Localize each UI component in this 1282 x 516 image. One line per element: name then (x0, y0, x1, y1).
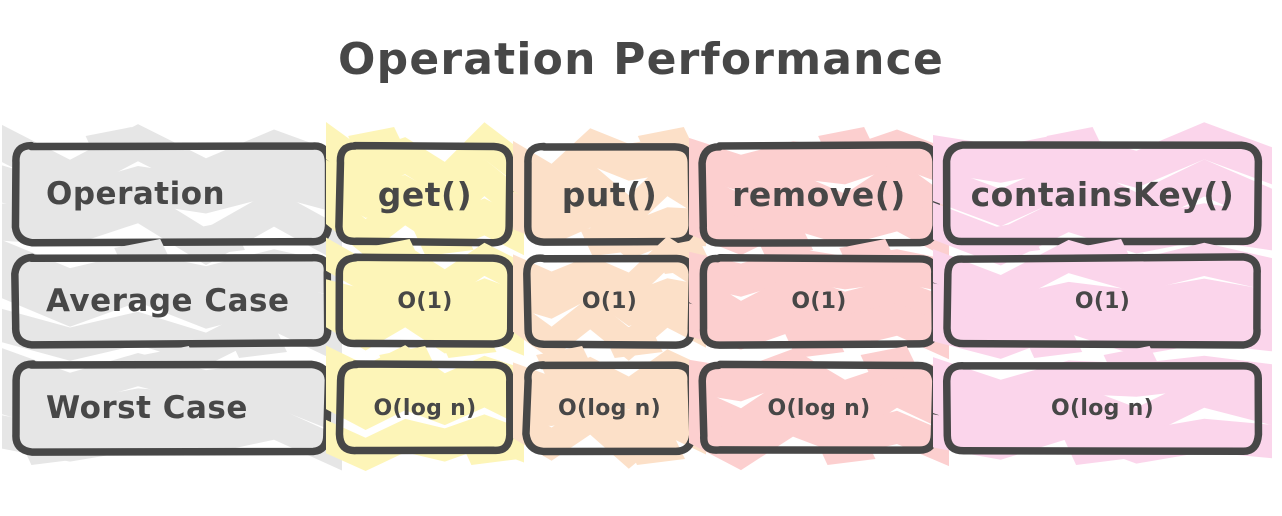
cell-containsKey-0: O(1) (933, 239, 1272, 359)
cell-put-0: O(1) (513, 236, 713, 361)
row-label-0-shape (2, 239, 342, 366)
row-label-1: Worst Case (2, 346, 342, 471)
cell-get-1-shape (326, 345, 524, 471)
row-label-0: Average Case (2, 239, 342, 366)
header-cell-remove: remove() (689, 127, 949, 260)
cell-remove-1: O(log n) (689, 346, 949, 471)
cell-get-0-shape (326, 237, 524, 358)
row-label-1-shape (2, 346, 342, 471)
header-cell-operation: Operation (2, 124, 342, 266)
cell-remove-0: O(1) (689, 239, 949, 360)
cell-get-0: O(1) (326, 237, 524, 358)
cell-remove-0-shape (689, 239, 949, 360)
header-cell-containsKey: containsKey() (933, 122, 1272, 266)
cell-containsKey-1-shape (933, 346, 1272, 465)
header-cell-put-shape (513, 127, 706, 260)
cell-remove-1-shape (689, 346, 949, 471)
cell-put-1-shape (513, 346, 706, 469)
header-cell-operation-shape (2, 124, 342, 266)
cell-containsKey-0-shape (933, 239, 1272, 359)
header-cell-get-shape (326, 122, 524, 257)
header-cell-remove-shape (689, 127, 949, 260)
cell-put-0-shape (513, 236, 713, 361)
cell-get-1: O(log n) (326, 345, 524, 471)
header-cell-get: get() (326, 122, 524, 257)
cell-put-1: O(log n) (513, 346, 706, 469)
header-cell-containsKey-shape (933, 122, 1272, 266)
cell-containsKey-1: O(log n) (933, 346, 1272, 465)
page-title: Operation Performance (338, 34, 944, 85)
header-cell-put: put() (513, 127, 706, 260)
